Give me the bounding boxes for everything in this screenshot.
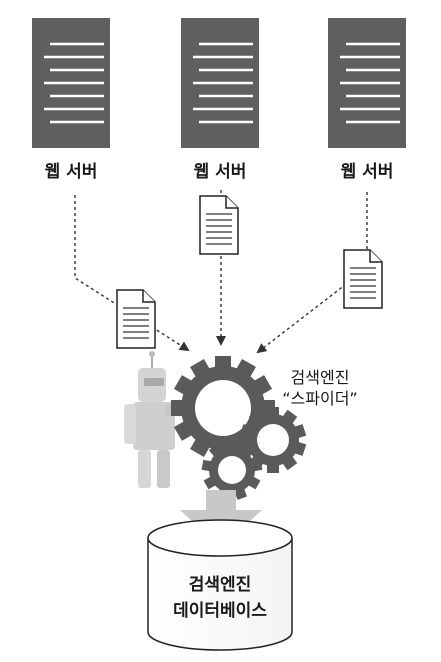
database-label-line1: 검색엔진: [189, 575, 252, 595]
document-icon: [199, 195, 239, 255]
document-icon: [116, 289, 156, 349]
server-slots: [44, 42, 104, 124]
server-slots: [193, 42, 253, 124]
server-slots: [340, 42, 400, 124]
server-label: 웹 서버: [194, 162, 247, 182]
arrow-right: [256, 192, 368, 354]
server-label: 웹 서버: [45, 162, 98, 182]
small-gear-icon: [201, 440, 263, 500]
web-server-2: 웹 서버: [181, 18, 259, 182]
down-arrow-icon: [180, 490, 262, 548]
medium-gear-icon: [239, 407, 307, 473]
web-server-3: 웹 서버: [328, 18, 406, 182]
database-icon: [147, 519, 293, 651]
spider-label-line2: “스파이더”: [282, 389, 357, 408]
web-server-1: 웹 서버: [32, 18, 110, 182]
database-label-line2: 데이터베이스: [173, 601, 267, 621]
server-label: 웹 서버: [341, 162, 394, 182]
spider-label-line1: 검색엔진: [291, 368, 350, 387]
document-icon: [343, 249, 383, 309]
